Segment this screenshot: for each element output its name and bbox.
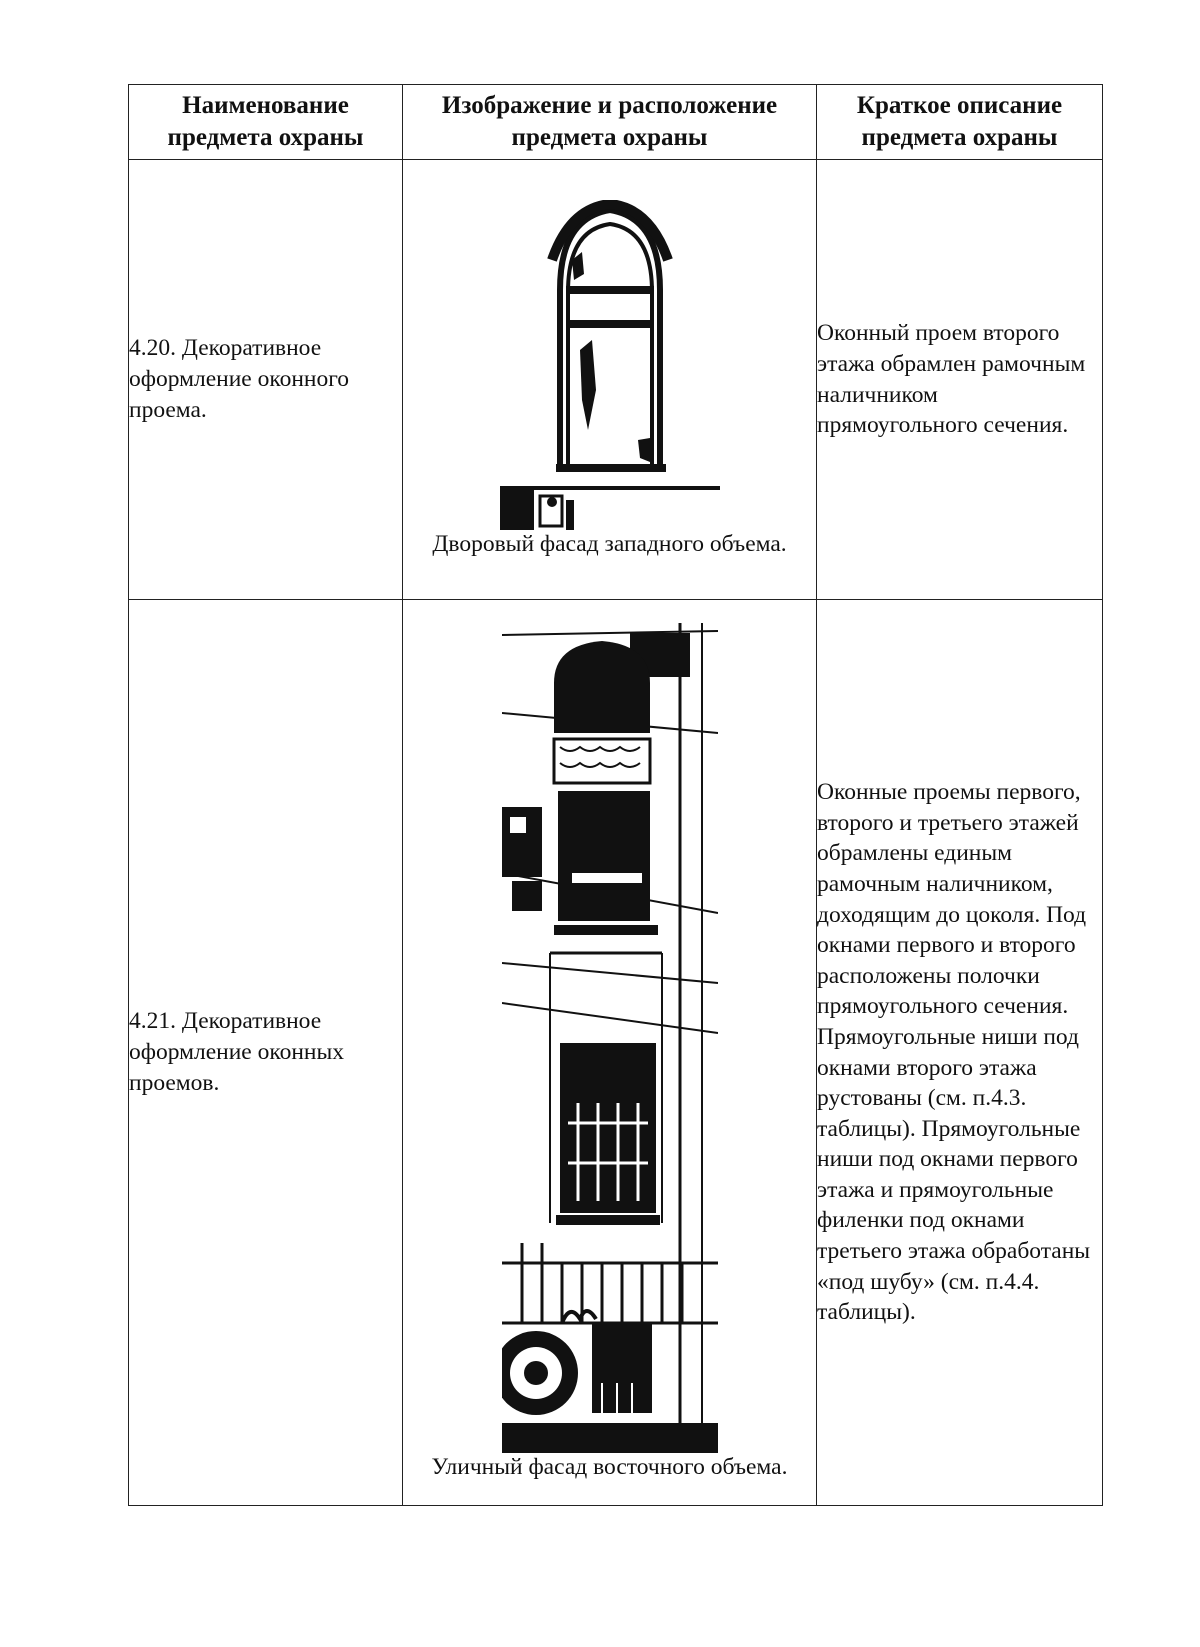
facade-photo [501,623,718,1453]
header-description: Краткое описание предмета охраны [816,84,1103,160]
row-image-cell: Уличный фасад восточного объема. [402,599,817,1506]
row-description: Оконный проем второго этажа обрамлен рам… [817,320,1086,439]
row-name: 4.20. Декоративное оформление оконного п… [129,335,350,423]
row-caption: Уличный фасад восточного объема. [431,1454,788,1480]
window-photo [499,200,720,530]
protection-table: Наименование предмета охраны Изображение… [128,84,1103,1506]
row-caption: Дворовый фасад западного объема. [432,531,787,557]
row-name-cell: 4.20. Декоративное оформление оконного п… [128,159,403,600]
row-description: Оконные проемы первого, второго и третье… [817,779,1091,1326]
table-header-row: Наименование предмета охраны Изображение… [128,84,1103,160]
table-row: 4.21. Декоративное оформление оконных пр… [128,599,1103,1506]
row-image-cell: Дворовый фасад западного объема. [402,159,817,600]
header-image: Изображение и расположение предмета охра… [402,84,817,160]
header-name: Наименование предмета охраны [128,84,403,160]
table-row: 4.20. Декоративное оформление оконного п… [128,159,1103,600]
row-description-cell: Оконный проем второго этажа обрамлен рам… [816,159,1103,600]
row-description-cell: Оконные проемы первого, второго и третье… [816,599,1103,1506]
row-name-cell: 4.21. Декоративное оформление оконных пр… [128,599,403,1506]
row-name: 4.21. Декоративное оформление оконных пр… [129,1008,345,1096]
